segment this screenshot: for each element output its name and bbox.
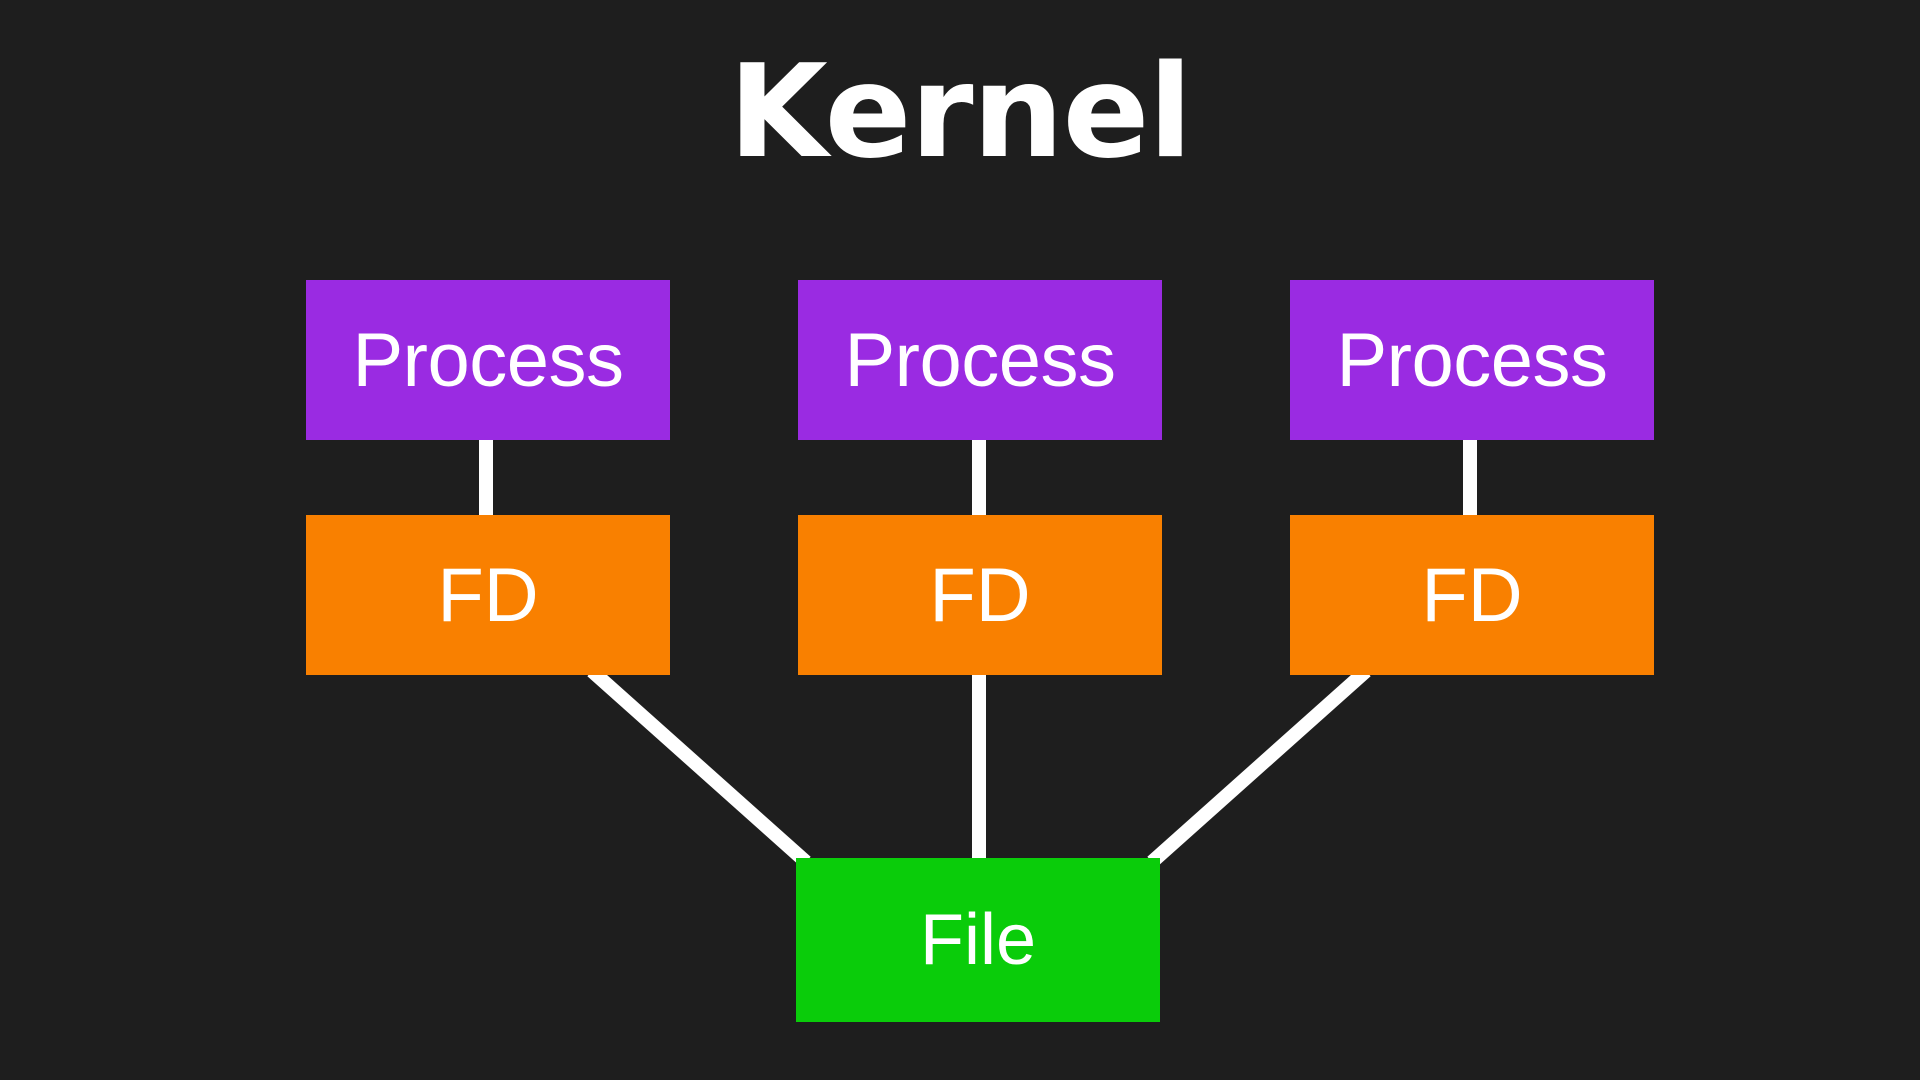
- fd-node-1[interactable]: FD: [306, 515, 670, 675]
- process-node-3[interactable]: Process: [1290, 280, 1654, 440]
- process-node-2[interactable]: Process: [798, 280, 1162, 440]
- connector-lines: [479, 440, 1477, 868]
- connector-fd-3-to-file: [1147, 665, 1371, 868]
- fd-node-2-label: FD: [929, 552, 1031, 638]
- page-title: Kernel: [728, 38, 1193, 187]
- file-node[interactable]: File: [796, 858, 1160, 1022]
- file-node-label: File: [919, 900, 1036, 980]
- fd-node-3[interactable]: FD: [1290, 515, 1654, 675]
- fd-node-3-label: FD: [1421, 552, 1523, 638]
- process-node-3-label: Process: [1336, 317, 1608, 403]
- process-node-1[interactable]: Process: [306, 280, 670, 440]
- fd-node-2[interactable]: FD: [798, 515, 1162, 675]
- process-node-2-label: Process: [844, 317, 1116, 403]
- fd-node-1-label: FD: [437, 552, 539, 638]
- connector-fd-1-to-file: [587, 665, 811, 868]
- process-node-1-label: Process: [352, 317, 624, 403]
